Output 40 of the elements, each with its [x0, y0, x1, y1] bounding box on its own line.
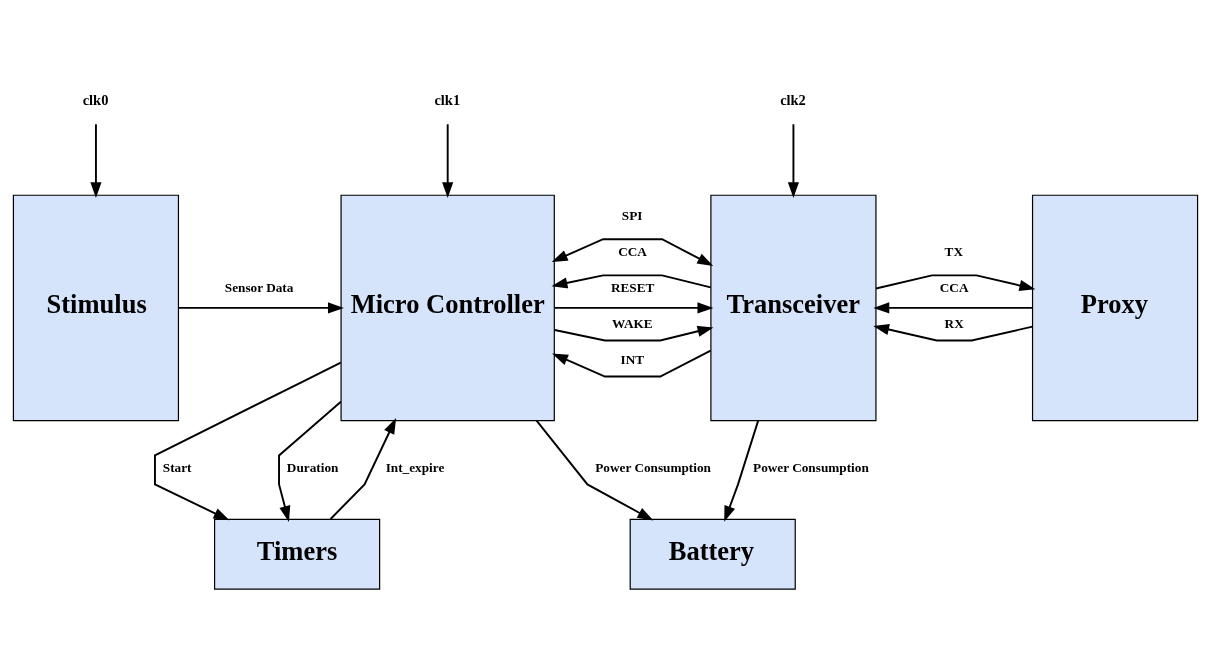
arrow	[873, 323, 1034, 341]
arrow	[329, 417, 397, 520]
node-box: Timers	[214, 518, 381, 590]
edge-label: RESET	[610, 279, 655, 295]
edge-label: RX	[944, 315, 964, 331]
edge-label: Power Consumption	[753, 459, 869, 475]
node-text: clk0	[82, 91, 109, 108]
arrow	[90, 122, 102, 198]
node-text: clk1	[434, 91, 461, 108]
arrow	[278, 400, 342, 522]
edge-label: TX	[944, 243, 964, 259]
node-box: Proxy	[1031, 194, 1199, 421]
node-box: Battery	[629, 518, 796, 590]
arrow	[551, 237, 714, 266]
arrow	[553, 301, 714, 313]
edge-label: WAKE	[612, 315, 653, 331]
arrow	[551, 273, 712, 288]
arrow	[177, 301, 344, 313]
edge-label: Power Consumption	[595, 459, 711, 475]
arrow	[787, 122, 799, 198]
edge-label: Int_expire	[385, 459, 445, 475]
arrow	[442, 122, 454, 198]
arrow	[875, 273, 1036, 291]
node-box: Transceiver	[710, 194, 877, 421]
arrow	[553, 325, 714, 341]
edge-label: Duration	[286, 459, 339, 475]
node-box: Micro Controller	[340, 194, 555, 421]
arrow	[873, 301, 1034, 313]
edge-label: SPI	[621, 207, 643, 223]
arrow	[552, 349, 712, 378]
edge-label: Start	[162, 459, 192, 475]
node-text: clk2	[780, 91, 806, 108]
arrow	[154, 361, 342, 520]
edge-label: Sensor Data	[224, 279, 294, 295]
edge-label: CCA	[618, 243, 647, 259]
edge-label: INT	[620, 351, 645, 367]
edge-label: CCA	[939, 279, 969, 295]
arrow	[535, 419, 654, 520]
node-box: Stimulus	[12, 194, 180, 421]
arrow	[724, 419, 760, 522]
